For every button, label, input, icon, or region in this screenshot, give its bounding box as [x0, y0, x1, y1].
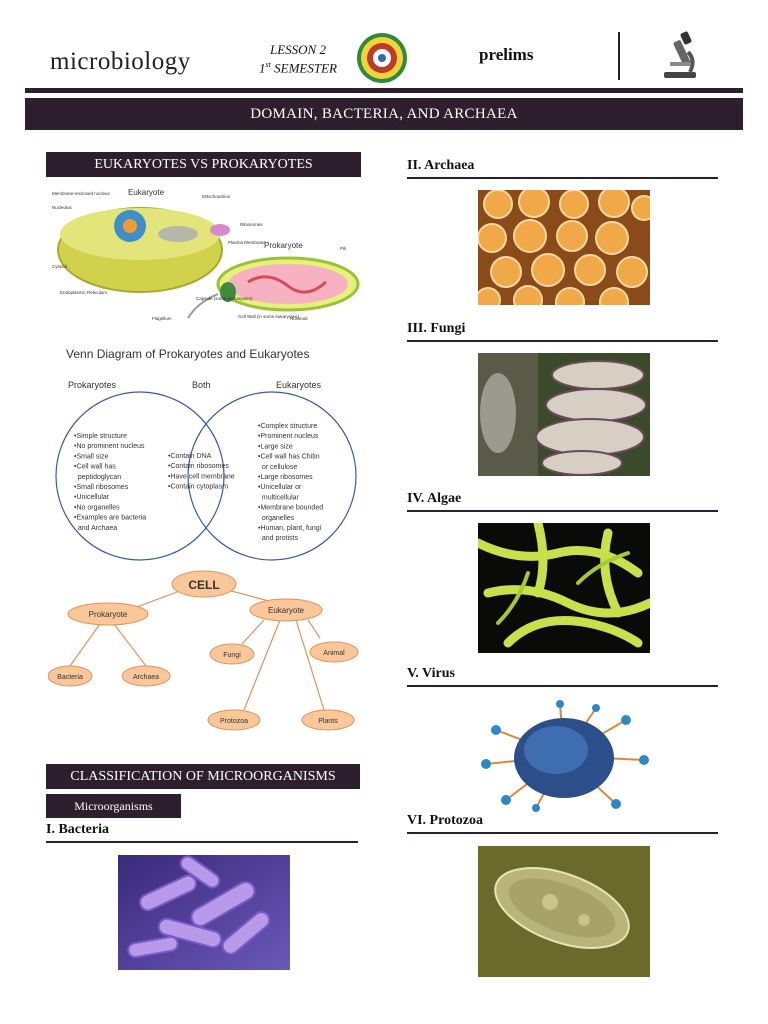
rule-protozoa	[407, 832, 718, 834]
venn-circle-eukaryotes	[187, 391, 357, 561]
venn-left-item: •Simple structure	[74, 433, 127, 440]
venn-left-label: Prokaryotes	[68, 380, 117, 390]
venn-right-label: Eukaryotes	[276, 380, 322, 390]
heading-archaea: II. Archaea	[407, 158, 475, 173]
venn-diagram: Venn Diagram of Prokaryotes and Eukaryot…	[55, 347, 357, 561]
label-nucleolus: Nucleolus	[52, 205, 73, 210]
section-classification: CLASSIFICATION OF MICROORGANISMS	[46, 764, 360, 789]
venn-right-item: •Cell wall has Chitin	[258, 454, 320, 461]
venn-left-item: peptidoglycan	[74, 474, 121, 481]
school-seal-icon	[357, 33, 407, 83]
label-ribosomes: Ribosomes	[240, 222, 263, 227]
label-pili: Pili	[340, 246, 346, 251]
tree-archaea: Archaea	[133, 674, 159, 681]
venn-right-item: •Human, plant, fungi	[258, 525, 322, 532]
tree-plants: Plants	[318, 718, 338, 725]
bacteria-image	[118, 855, 290, 970]
semester-label: SEMESTER	[270, 60, 337, 76]
venn-right-list: •Complex structure •Prominent nucleus •Lar…	[258, 423, 323, 542]
lesson-number: LESSON 2	[270, 42, 326, 57]
venn-left-item: •Small ribosomes	[74, 484, 129, 491]
venn-left-item: •Cell wall has	[74, 464, 116, 471]
venn-left-item: •No organelles	[74, 504, 120, 511]
subsection-microorganisms: Microorganisms	[46, 794, 181, 818]
tree-bacteria: Bacteria	[57, 674, 83, 681]
venn-left-list: •Simple structure •No prominent nucleus •S…	[74, 433, 146, 532]
venn-left-item: •Small size	[74, 453, 108, 460]
venn-circle-prokaryotes	[55, 391, 225, 561]
rule-algae	[407, 510, 718, 512]
label-plasma-membrane: Plasma Membrane	[228, 240, 266, 245]
venn-right-item: or cellulose	[258, 464, 297, 471]
heading-bacteria: I. Bacteria	[46, 822, 109, 837]
venn-title: Venn Diagram of Prokaryotes and Eukaryot…	[66, 347, 309, 361]
archaea-image	[478, 190, 650, 305]
label-flagellum: Flagellum	[152, 316, 172, 321]
rule-virus	[407, 685, 718, 687]
venn-mid-item: •Contain ribosomes	[168, 463, 229, 470]
tree-animal: Animal	[323, 650, 345, 657]
rule-fungi	[407, 340, 718, 342]
virus-image	[476, 700, 652, 812]
venn-right-item: •Prominent nucleus	[258, 433, 319, 440]
label-membrane-nucleus: Membrane-enclosed nucleus	[52, 191, 111, 196]
semester-number: 1	[259, 60, 266, 76]
venn-right-item: •Complex structure	[258, 423, 317, 430]
venn-left-item: •Examples are bacteria	[74, 515, 146, 522]
tree-protozoa: Protozoa	[220, 718, 248, 725]
heading-fungi: III. Fungi	[407, 321, 466, 336]
label-prokaryote: Prokaryote	[264, 241, 303, 250]
label-cytosol: Cytosol	[52, 264, 67, 269]
brand-title: microbiology	[50, 48, 191, 75]
rule-archaea	[407, 177, 718, 179]
tree-prokaryote: Prokaryote	[89, 610, 128, 619]
heading-virus: V. Virus	[407, 666, 455, 681]
algae-image	[478, 523, 650, 653]
venn-mid-item: •Contain DNA	[168, 453, 212, 460]
protozoa-image	[478, 846, 650, 977]
venn-mid-list: •Contain DNA •Contain ribosomes •Have cell…	[168, 453, 235, 491]
label-nucleoid: Nucleoid	[290, 316, 308, 321]
tree-fungi: Fungi	[223, 652, 241, 659]
venn-right-item: and protists	[258, 535, 299, 542]
venn-left-item: and Archaea	[74, 525, 117, 532]
label-mitochondrion: Mitochondrion	[202, 194, 231, 199]
venn-mid-item: •Contain cytoplasm	[168, 484, 228, 491]
header-rule	[25, 88, 743, 93]
label-capsule: Capsule (some prokaryotes)	[196, 296, 253, 301]
venn-right-item: •Membrane bounded	[258, 505, 323, 512]
heading-algae: IV. Algae	[407, 491, 462, 506]
tree-root: CELL	[188, 578, 219, 592]
semester: 1st SEMESTER	[248, 57, 348, 75]
label-er: Endoplasmic Reticulum	[60, 290, 107, 295]
venn-right-item: •Large ribosomes	[258, 474, 313, 481]
term-label: prelims	[479, 45, 534, 64]
semester-suffix: st	[265, 60, 271, 69]
cell-classification-tree: CELL Prokaryote Eukaryote Bacteria Archa…	[48, 570, 359, 731]
cell-diagram: Eukaryote Membrane-enclosed nucleus Nucl…	[48, 182, 364, 334]
label-eukaryote: Eukaryote	[128, 188, 165, 197]
venn-right-item: multicellular	[258, 494, 300, 501]
lesson-info: LESSON 2 1st SEMESTER	[248, 42, 348, 75]
page-banner: DOMAIN, BACTERIA, AND ARCHAEA	[25, 98, 743, 130]
venn-right-item: •Large size	[258, 443, 293, 450]
tree-eukaryote: Eukaryote	[268, 606, 305, 615]
heading-protozoa: VI. Protozoa	[407, 813, 483, 828]
venn-left-item: •Unicellular	[74, 494, 110, 501]
label-cell-wall: Cell Wall (in some eukaryotes)	[238, 314, 299, 319]
microscope-icon	[664, 31, 696, 78]
venn-mid-label: Both	[192, 380, 211, 390]
rule-bacteria	[46, 841, 358, 843]
venn-right-item: organelles	[258, 515, 295, 522]
header-divider	[618, 32, 620, 80]
venn-mid-item: •Have cell membrane	[168, 473, 235, 480]
venn-left-item: •No prominent nucleus	[74, 443, 145, 450]
venn-right-item: •Unicellular or	[258, 484, 302, 491]
fungi-image	[478, 353, 650, 476]
section-eukaryotes-vs-prokaryotes: EUKARYOTES VS PROKARYOTES	[46, 152, 361, 177]
